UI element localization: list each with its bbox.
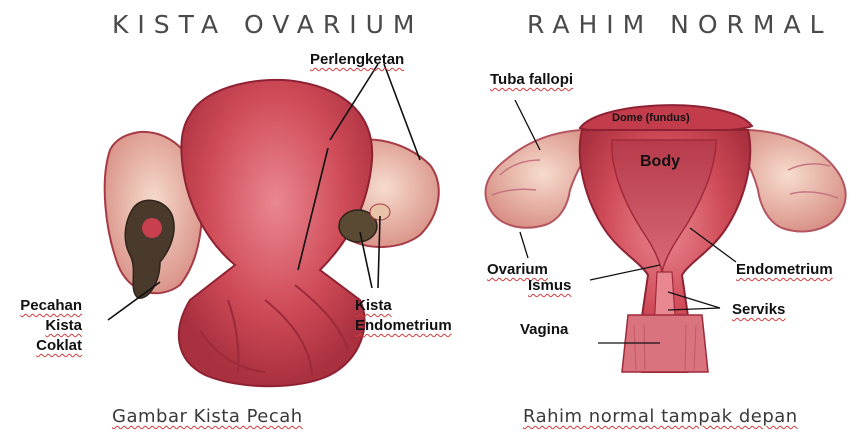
caption-kista-pecah-text: Gambar Kista Pecah [112,406,303,427]
caption-rahim-normal-text: Rahim normal tampak depan [523,406,798,427]
label-pecahan-line1: Pecahan [16,296,82,316]
title-rahim-normal: RAHIM NORMAL [527,10,833,39]
label-tuba-fallopi: Tuba fallopi [490,70,573,90]
label-perlengketan: Perlengketan [310,50,404,70]
label-serviks: Serviks [732,300,785,320]
label-pecahan-line2: Kista [16,316,82,336]
title-kista-ovarium: KISTA OVARIUM [112,10,423,39]
label-ismus: Ismus [528,276,571,296]
cyst-uterus-drawing [105,64,439,386]
label-kista-endometrium: Kista Endometrium [355,296,452,336]
label-kista-line2: Endometrium [355,316,452,336]
label-kista-line1: Kista [355,296,452,316]
label-dome-fundus: Dome (fundus) [612,108,690,128]
label-vagina: Vagina [520,320,568,340]
caption-rahim-normal: Rahim normal tampak depan [523,406,798,427]
caption-kista-pecah: Gambar Kista Pecah [112,406,303,427]
label-pecahan-kista-coklat: Pecahan Kista Coklat [16,296,82,356]
label-endometrium: Endometrium [736,260,833,280]
label-body: Body [640,152,680,172]
label-pecahan-line3: Coklat [16,336,82,356]
